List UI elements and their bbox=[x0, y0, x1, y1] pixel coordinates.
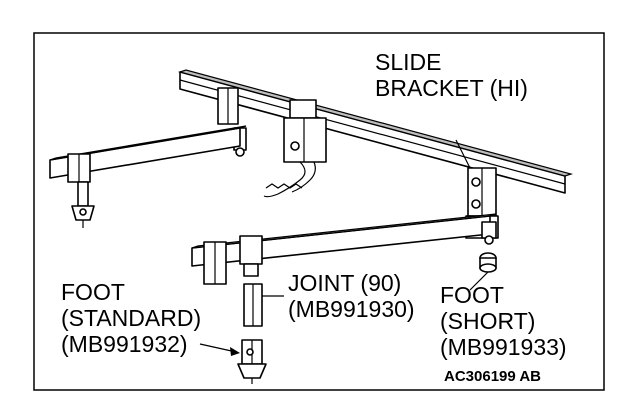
label-foot-short: FOOT (SHORT) (MB991933) bbox=[440, 282, 567, 360]
center-slide-bracket bbox=[263, 99, 327, 198]
frame-border bbox=[33, 32, 605, 391]
figure-code: AC306199 AB bbox=[444, 368, 541, 385]
left-arm bbox=[49, 125, 247, 183]
foot-short-part bbox=[469, 252, 497, 291]
label-slide-bracket: SLIDE BRACKET (HI) bbox=[375, 49, 528, 101]
lower-rail bbox=[191, 213, 497, 285]
foot-standard-part bbox=[237, 339, 267, 384]
joint-part bbox=[243, 283, 284, 327]
label-foot-standard: FOOT (STANDARD) (MB991932) bbox=[61, 279, 202, 357]
label-joint: JOINT (90) (MB991930) bbox=[288, 270, 415, 322]
leader-arrow-foot-standard bbox=[199, 343, 240, 356]
top-rail bbox=[177, 69, 574, 194]
left-foot bbox=[71, 181, 95, 228]
